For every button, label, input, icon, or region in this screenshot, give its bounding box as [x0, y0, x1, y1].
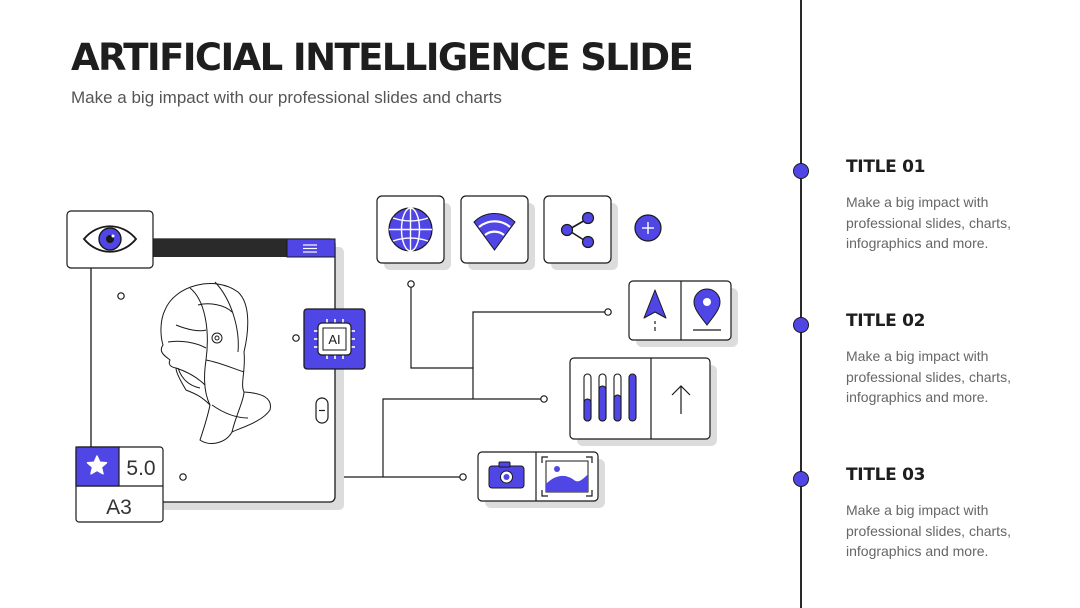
- browser-window: [90, 238, 344, 510]
- slider-handle: [315, 397, 329, 424]
- chip-label: AI: [328, 332, 340, 347]
- connector-node: [604, 308, 612, 316]
- star-icon: [86, 455, 108, 475]
- globe-icon: [388, 207, 433, 252]
- timeline-line: [800, 0, 802, 608]
- eye-card: [66, 210, 154, 269]
- connector-node: [179, 473, 187, 481]
- timeline-dot: [793, 317, 809, 333]
- connector-line: [382, 398, 543, 477]
- connector-node: [117, 292, 125, 300]
- plus-circle-icon: [634, 214, 662, 242]
- rating-card: 5.0 A3: [75, 446, 164, 523]
- wireframe-head-icon: [160, 281, 271, 444]
- connector-node: [540, 395, 548, 403]
- timeline-title-3: TITLE 03: [846, 465, 926, 485]
- globe-tile: [376, 195, 451, 270]
- badge-label: A3: [106, 496, 132, 519]
- share-tile: [543, 195, 618, 270]
- media-tile: [477, 451, 605, 508]
- wifi-tile: [460, 195, 535, 270]
- navigation-arrow-icon: [643, 289, 667, 331]
- timeline-text-2: Make a big impact with professional slid…: [846, 348, 1011, 405]
- location-pin-icon: [693, 288, 721, 331]
- wifi-icon: [473, 213, 516, 251]
- image-frame-icon: [541, 456, 593, 497]
- navigation-tile: [628, 280, 738, 347]
- connector-line: [410, 285, 474, 399]
- timeline-title-1: TITLE 01: [846, 157, 926, 177]
- camera-icon: [488, 461, 525, 489]
- share-icon: [560, 211, 595, 249]
- connector-node: [407, 280, 415, 288]
- connector-node: [292, 334, 300, 342]
- arrow-up-icon: [671, 385, 691, 414]
- timeline-dot: [793, 471, 809, 487]
- timeline-dot: [793, 163, 809, 179]
- page-title: ARTIFICIAL INTELLIGENCE SLIDE: [71, 36, 694, 79]
- timeline-text-1: Make a big impact with professional slid…: [846, 194, 1011, 251]
- timeline-title-2: TITLE 02: [846, 311, 926, 331]
- connector-node: [459, 473, 467, 481]
- equalizer-tile: [569, 357, 717, 446]
- ai-chip: AI: [303, 308, 366, 370]
- menu-icon: [303, 244, 317, 253]
- page-subtitle: Make a big impact with our professional …: [71, 88, 502, 107]
- connector-line: [472, 311, 607, 368]
- timeline-text-3: Make a big impact with professional slid…: [846, 502, 1011, 559]
- equalizer-sliders-icon: [583, 373, 637, 422]
- rating-value: 5.0: [126, 457, 155, 480]
